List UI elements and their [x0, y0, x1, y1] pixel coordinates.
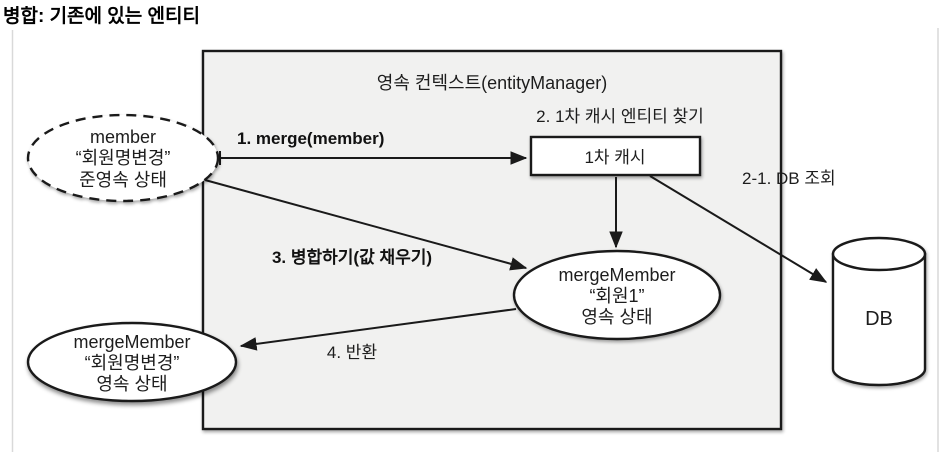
merge-member-entity-value: “회원1” [589, 286, 644, 306]
member-entity-ellipse [26, 113, 220, 203]
merge-values-label: 3. 병합하기(값 채우기) [272, 247, 432, 267]
db-cylinder-body [831, 252, 927, 387]
merge-arrow-label: 1. merge(member) [237, 129, 384, 148]
merge-member-entity-state: 영속 상태 [581, 307, 652, 327]
returned-entity-state: 영속 상태 [96, 374, 167, 394]
member-entity-value: “회원명변경” [76, 148, 171, 168]
return-label: 4. 반환 [327, 343, 377, 362]
member-entity-name: member [90, 127, 156, 147]
return-arrow [239, 308, 517, 351]
returned-entity-value: “회원명변경” [85, 353, 180, 373]
returned-entity-name: mergeMember [73, 332, 190, 352]
first-level-cache-label: 1차 캐시 [584, 148, 645, 167]
db-cylinder [831, 236, 927, 387]
returned-entity-ellipse [26, 321, 238, 403]
first-level-cache-box [529, 135, 702, 177]
first-level-cache-find-label: 2. 1차 캐시 엔티티 찾기 [536, 107, 704, 126]
db-lookup-label: 2-1. DB 조회 [742, 169, 836, 188]
merge-member-entity-name: mergeMember [558, 265, 675, 285]
persistence-context-box [201, 49, 783, 431]
member-entity-state: 준영속 상태 [79, 170, 167, 190]
merge-values-arrow [204, 179, 528, 271]
merge-member-entity-ellipse [512, 249, 722, 341]
page-title: 병합: 기존에 있는 엔티티 [3, 5, 200, 27]
persistence-context-label: 영속 컨텍스트(entityManager) [377, 73, 607, 93]
db-label: DB [865, 308, 893, 330]
db-lookup-arrow [649, 175, 828, 283]
db-cylinder-top [831, 236, 927, 272]
